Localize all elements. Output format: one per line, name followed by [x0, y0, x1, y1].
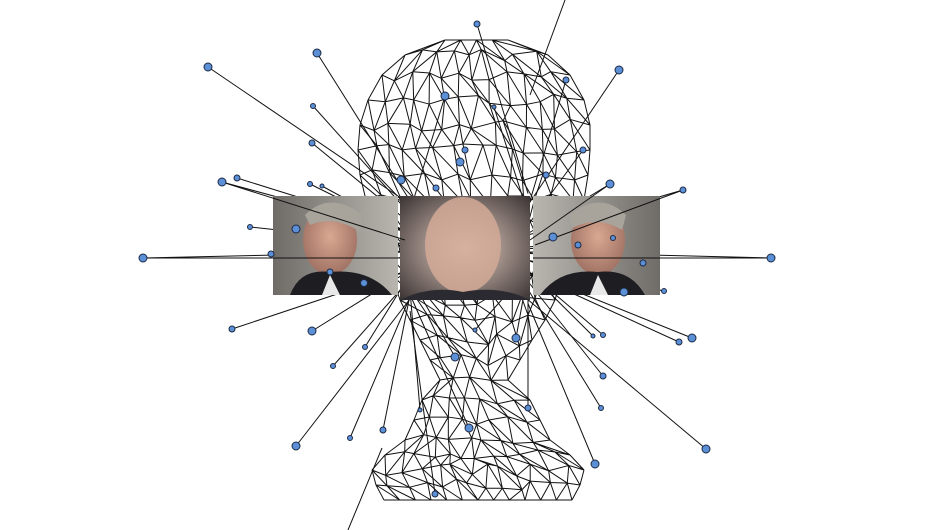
connector-line: [527, 79, 567, 208]
landmark-node: [308, 139, 316, 147]
connector-line: [409, 289, 421, 411]
landmark-node: [217, 177, 227, 187]
connector-line: [527, 303, 596, 465]
landmark-node: [598, 405, 604, 411]
overlay-lines: [143, 0, 771, 530]
landmark-node: [473, 20, 481, 28]
landmark-node: [590, 459, 600, 469]
landmark-node: [312, 48, 322, 58]
landmark-node: [326, 268, 334, 276]
landmark-node: [600, 332, 606, 338]
landmark-node: [491, 104, 497, 110]
landmark-node: [440, 91, 450, 101]
landmark-node: [464, 423, 474, 433]
landmark-node: [247, 224, 253, 230]
landmark-node: [548, 232, 558, 242]
landmark-node: [524, 404, 532, 412]
connector-line: [221, 181, 406, 241]
photo-center: [400, 196, 530, 300]
landmark-node: [203, 62, 213, 72]
landmark-node: [307, 181, 313, 187]
landmark-node: [360, 279, 368, 287]
photo-left: [273, 196, 398, 295]
landmark-node: [661, 288, 667, 294]
landmark-node: [461, 146, 469, 154]
photo-right: [533, 196, 660, 295]
landmark-node: [233, 174, 241, 182]
landmark-node: [599, 372, 607, 380]
landmark-node: [511, 333, 521, 343]
landmark-node: [619, 287, 629, 297]
landmark-node: [347, 435, 353, 441]
landmark-node: [307, 326, 317, 336]
landmark-node: [396, 175, 406, 185]
connector-line: [529, 0, 566, 96]
landmark-node: [701, 444, 711, 454]
landmark-node: [687, 333, 697, 343]
landmark-node: [614, 65, 624, 75]
landmark-node: [417, 407, 423, 413]
landmark-node: [138, 253, 148, 263]
landmark-node: [267, 250, 275, 258]
landmark-node: [291, 441, 301, 451]
landmark-node: [431, 490, 439, 498]
landmark-node: [291, 224, 301, 234]
landmark-node: [432, 184, 440, 192]
landmark-node: [579, 146, 587, 154]
landmark-node: [310, 103, 316, 109]
landmark-node: [639, 259, 647, 267]
landmark-node: [455, 157, 465, 167]
landmark-node: [610, 235, 616, 241]
connector-line: [382, 294, 411, 431]
landmark-node: [574, 241, 582, 249]
connector-line: [476, 23, 529, 194]
landmark-node: [679, 186, 687, 194]
landmark-node: [562, 76, 570, 84]
landmark-node: [330, 363, 336, 369]
landmark-node: [228, 325, 236, 333]
landmark-node: [450, 352, 460, 362]
landmark-node: [319, 183, 325, 189]
landmark-node: [590, 333, 596, 339]
landmark-node: [542, 171, 550, 179]
connector-line: [529, 183, 611, 241]
connector-line: [527, 299, 707, 450]
connector-line: [527, 281, 604, 377]
connector-line: [295, 298, 411, 447]
connector-line: [347, 447, 383, 530]
landmark-node: [472, 327, 478, 333]
connector-line: [349, 296, 411, 439]
connector-line: [409, 95, 446, 212]
landmark-node: [766, 253, 776, 263]
landmark-nodes: [138, 20, 776, 498]
connector-line: [534, 189, 684, 246]
landmark-node: [675, 338, 683, 346]
landmark-node: [379, 426, 387, 434]
landmark-node: [605, 179, 615, 189]
landmark-node: [362, 344, 368, 350]
